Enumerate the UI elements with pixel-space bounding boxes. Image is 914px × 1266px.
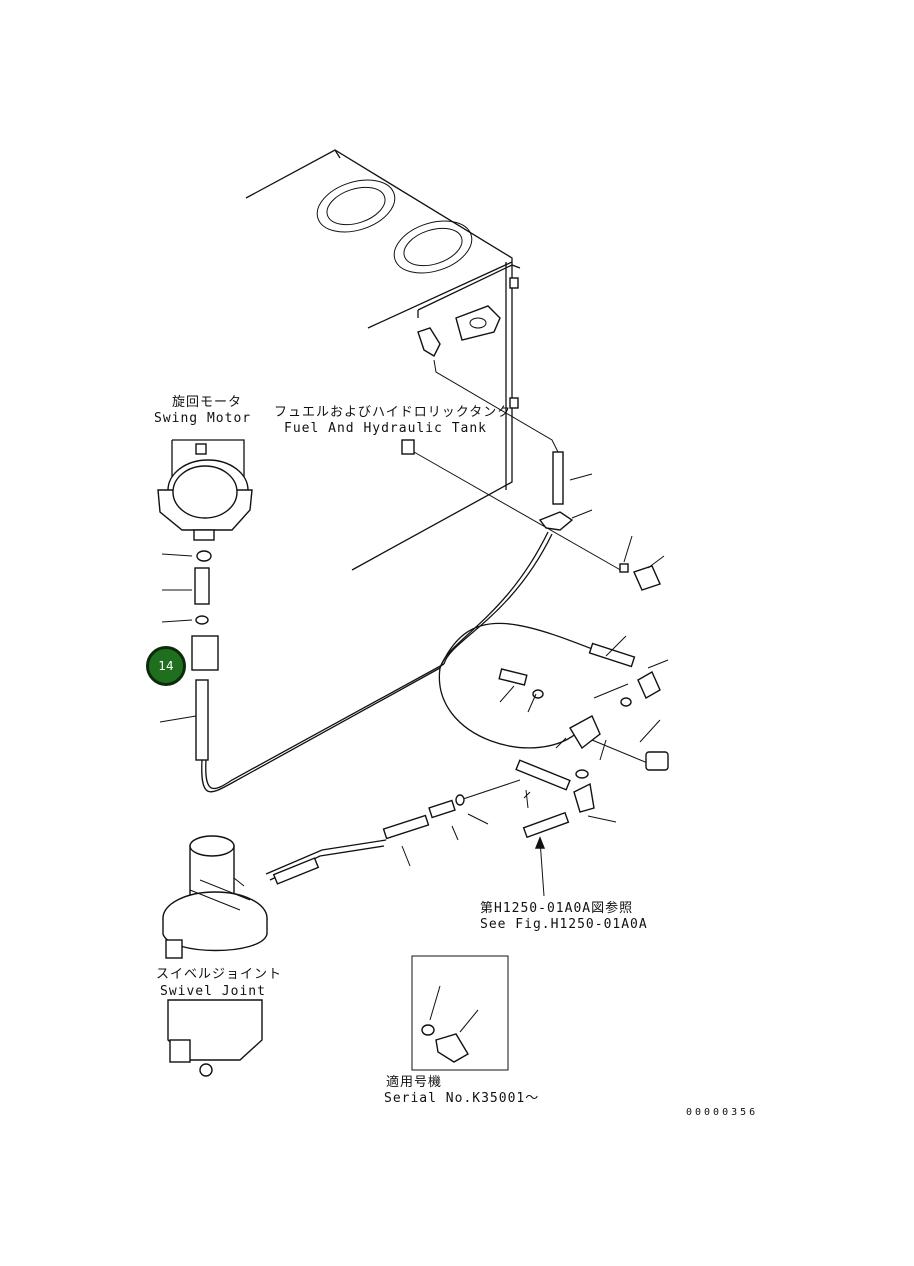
upper-hose-and-clamp <box>413 359 665 591</box>
see-fig-en-label: See Fig.H1250-01A0A <box>480 917 648 932</box>
swivel-joint-en-label: Swivel Joint <box>160 984 266 999</box>
swivel-joint <box>162 835 268 1077</box>
tank-jp-label: フュエルおよびハイドロリックタンク <box>274 405 512 420</box>
right-fittings <box>498 635 669 897</box>
see-fig-jp-label: 第H1250-01A0A図参照 <box>480 901 634 916</box>
swivel-joint-jp-label: スイベルジョイント <box>156 967 283 982</box>
lower-hose <box>265 779 521 885</box>
tank-en-label: Fuel And Hydraulic Tank <box>284 421 488 436</box>
hydraulic-tank <box>245 149 521 571</box>
callout-14-badge[interactable]: 14 <box>146 646 186 686</box>
swing-motor-en-label: Swing Motor <box>154 411 252 426</box>
long-hose <box>201 531 621 793</box>
serial-jp-label: 適用号機 <box>386 1075 443 1090</box>
serial-en-label: Serial No.K35001～ <box>384 1091 540 1106</box>
swing-motor <box>157 439 253 761</box>
swing-motor-jp-label: 旋回モータ <box>172 395 243 410</box>
callout-number: 14 <box>158 659 174 673</box>
serial-inset <box>411 955 509 1071</box>
drawing-number: 00000356 <box>686 1107 759 1118</box>
